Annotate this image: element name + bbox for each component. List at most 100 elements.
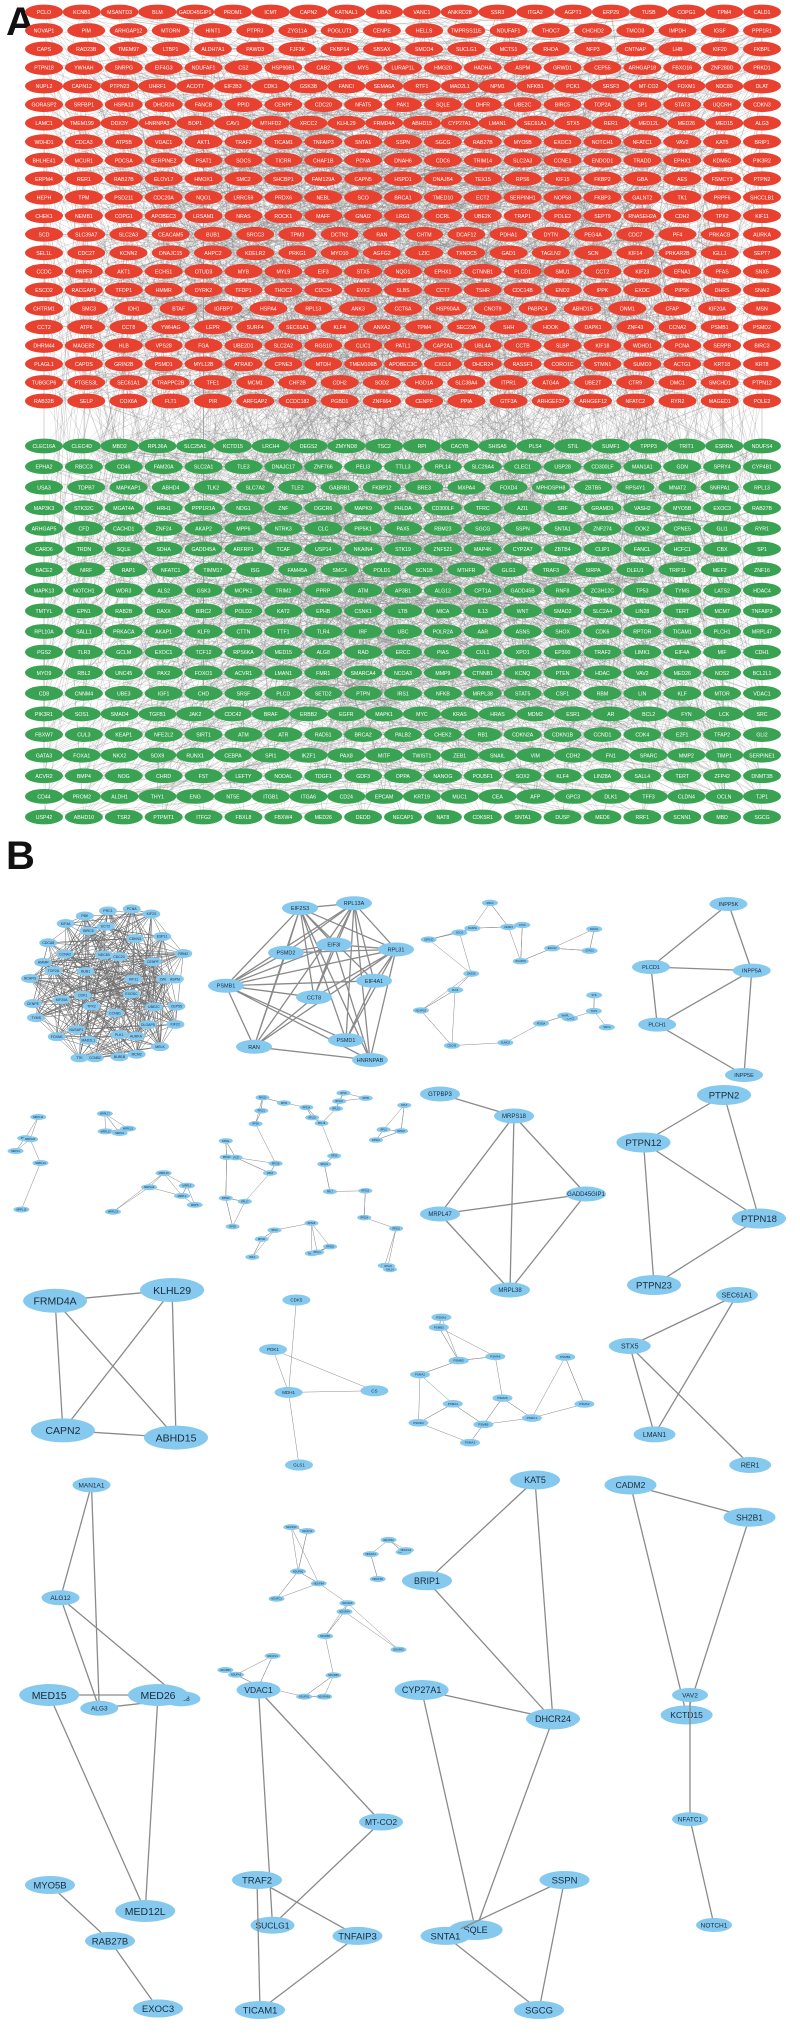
node-ellipse: [463, 60, 502, 75]
panel-a-node: AURKA: [743, 226, 781, 242]
node-ellipse: [497, 1039, 514, 1046]
node-label: COPG1: [115, 214, 133, 220]
node-label: RBCC3: [75, 465, 93, 471]
node-label: AAR: [477, 630, 488, 636]
node-ellipse: [660, 1705, 713, 1725]
node-ellipse: [384, 134, 422, 150]
node-ellipse: [581, 947, 598, 954]
node-ellipse: [489, 245, 528, 261]
node-ellipse: [478, 115, 517, 131]
panel-a-node: UBL4A: [463, 338, 502, 353]
node-label: GALNT2: [632, 195, 652, 201]
node-label: NEMB1: [75, 214, 93, 220]
panel-a-node: GDF3: [344, 768, 383, 784]
node-ellipse: [503, 809, 542, 825]
panel-a-node: CTNNB1: [463, 665, 502, 681]
node-ellipse: [478, 747, 517, 763]
node-ellipse: [700, 41, 739, 57]
panel-a-node: CUL3: [64, 727, 103, 742]
node-ellipse: [623, 644, 662, 660]
node-label: RPL6: [272, 1229, 279, 1232]
panel-a-node: NDUFAF1: [489, 23, 528, 38]
node-label: MYO5B: [33, 1880, 66, 1891]
node-ellipse: [320, 41, 359, 57]
node-label: VAV2: [682, 1692, 698, 1699]
node-ellipse: [25, 562, 63, 578]
node-label: AES: [677, 177, 688, 183]
cluster-node: CEP152: [420, 936, 437, 943]
node-label: MRPL38: [498, 1288, 522, 1294]
panel-a-node: BHLHE41: [25, 152, 63, 168]
node-ellipse: [62, 115, 101, 131]
panel-a-node: MCM1: [236, 375, 275, 390]
panel-a-node: TTF1: [264, 624, 303, 639]
node-label: FKBPL: [754, 47, 771, 53]
panel-a-node: APOBEC3C: [384, 356, 422, 372]
node-ellipse: [144, 500, 183, 516]
cluster-edges: [439, 1093, 587, 1291]
node-label: BIRC5: [83, 929, 93, 933]
node-ellipse: [384, 356, 422, 372]
node-label: DDX3Y: [111, 121, 129, 127]
node-label: ABHD15: [156, 1432, 197, 1444]
node-label: MNAT2: [669, 485, 686, 491]
node-label: UNC45: [115, 671, 132, 677]
node-ellipse: [320, 23, 359, 38]
node-ellipse: [144, 208, 183, 224]
node-label: CEA: [492, 794, 503, 800]
node-label: TK1: [677, 195, 687, 201]
node-ellipse: [224, 685, 263, 701]
node-label: DAXX: [157, 609, 172, 615]
node-ellipse: [463, 208, 502, 224]
node-label: SNTA1: [431, 1931, 461, 1942]
node-label: WDHD1: [633, 344, 652, 350]
node-ellipse: [362, 319, 401, 335]
node-ellipse: [64, 282, 103, 298]
node-ellipse: [494, 1108, 534, 1124]
node-label: TERT: [675, 774, 689, 780]
node-label: PRKACB: [709, 232, 731, 238]
node-label: BRAF: [264, 712, 278, 718]
node-ellipse: [423, 809, 462, 825]
cluster-node: NUSAP1: [67, 1025, 86, 1035]
node-ellipse: [557, 1012, 574, 1019]
node-ellipse: [304, 60, 343, 75]
node-label: PSAT1: [196, 158, 212, 164]
node-ellipse: [591, 706, 630, 722]
panel-a-node: SGCG: [423, 134, 462, 150]
node-label: NFE2L2: [154, 733, 173, 739]
cluster-node: MRPL47: [420, 1206, 460, 1222]
node-label: MAN1A1: [632, 465, 653, 471]
node-ellipse: [743, 768, 781, 784]
panel-a-node: NPM1: [478, 78, 517, 94]
node-ellipse: [264, 171, 303, 187]
node-label: CDC27: [78, 251, 95, 257]
node-ellipse: [25, 603, 63, 619]
node-ellipse: [633, 1426, 676, 1443]
node-label: KRT19: [414, 794, 430, 800]
node-label: DEDD: [356, 815, 371, 821]
cluster-node: KCTD15: [660, 1705, 713, 1725]
node-ellipse: [96, 921, 115, 931]
node-ellipse: [224, 263, 263, 279]
node-ellipse: [138, 747, 177, 763]
cluster-node: RPS11: [218, 1138, 233, 1144]
node-ellipse: [516, 78, 555, 94]
node-ellipse: [144, 541, 183, 557]
node-ellipse: [397, 1102, 412, 1109]
panel-a-node: WDHD1: [25, 134, 63, 150]
node-ellipse: [503, 134, 542, 150]
node-ellipse: [485, 1352, 506, 1361]
node-label: HCFC1: [674, 547, 691, 553]
node-label: KLF9: [197, 630, 210, 636]
panel-a-node: SLBS: [384, 282, 422, 298]
node-ellipse: [64, 624, 103, 639]
node-label: HGD1A: [415, 381, 433, 387]
node-ellipse: [623, 208, 662, 224]
node-label: ROCK1: [274, 214, 292, 220]
node-ellipse: [743, 603, 781, 619]
panel-a-node: GRAMD1: [583, 500, 622, 516]
node-ellipse: [115, 1900, 176, 1922]
panel-a-node: CTNNB1: [463, 263, 502, 279]
